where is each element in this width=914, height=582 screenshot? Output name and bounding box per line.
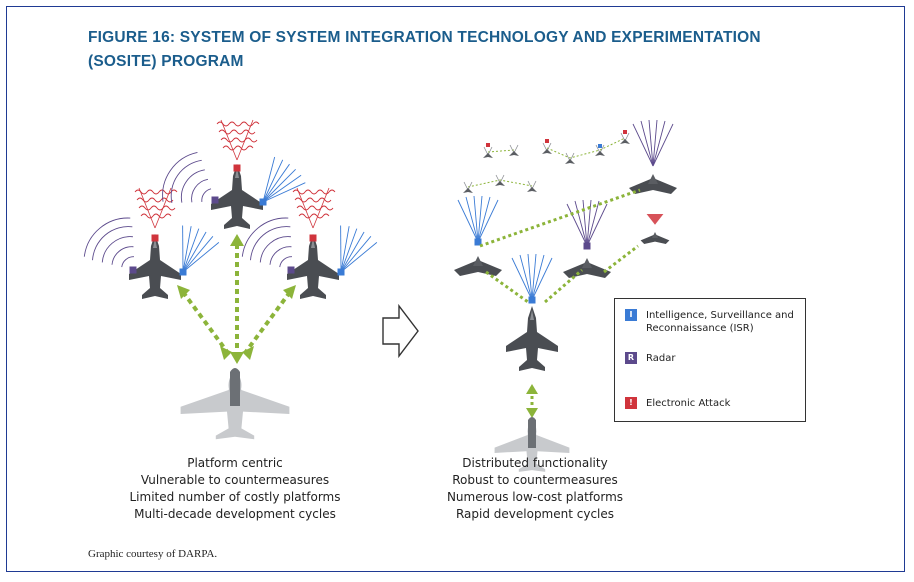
left-panel-diagram (76, 119, 380, 440)
ea-drone-small (640, 214, 670, 244)
radar-drone-top (629, 119, 677, 194)
electronic-attack-icon: ! (625, 397, 637, 409)
figure-title: FIGURE 16: SYSTEM OF SYSTEM INTEGRATION … (88, 26, 828, 74)
mini-drone-swarm (462, 130, 631, 194)
left-link-arrowheads (177, 234, 296, 364)
left-caption-line: Multi-decade development cycles (134, 507, 336, 521)
isr-drone-left (454, 195, 502, 276)
isr-icon: I (625, 309, 637, 321)
transition-arrow (382, 303, 419, 359)
figure-title-line-2: (SOSITE) PROGRAM (88, 53, 244, 70)
left-caption: Platform centric Vulnerable to counterme… (110, 455, 360, 523)
right-links (479, 188, 641, 410)
legend-item-radar: R Radar (625, 352, 796, 365)
right-command-plane-fuselage (528, 417, 536, 448)
legend-item-electronic-attack: ! Electronic Attack (625, 397, 796, 410)
legend-label: Radar (646, 353, 676, 364)
left-command-plane-fuselage (230, 368, 240, 406)
radar-drone-right (563, 199, 611, 278)
right-caption-line: Rapid development cycles (455, 507, 615, 521)
right-panel-diagram (454, 119, 677, 472)
legend-label: Intelligence, Surveillance and Reconnais… (646, 310, 794, 334)
legend-label: Electronic Attack (646, 398, 731, 409)
right-central-jet (506, 253, 558, 371)
figure-title-line-1: FIGURE 16: SYSTEM OF SYSTEM INTEGRATION … (88, 29, 761, 46)
left-caption-line: Limited number of costly platforms (129, 490, 341, 504)
right-link-arrowheads (526, 384, 538, 418)
left-links (181, 244, 292, 355)
right-caption-line: Numerous low-cost platforms (446, 490, 624, 504)
left-aircraft-1 (76, 187, 222, 299)
legend: I Intelligence, Surveillance and Reconna… (614, 298, 806, 422)
left-aircraft-2 (152, 119, 309, 229)
right-caption-line: Robust to countermeasures (452, 473, 618, 487)
legend-item-isr: I Intelligence, Surveillance and Reconna… (625, 309, 796, 335)
left-caption-line: Platform centric (187, 456, 283, 470)
right-caption: Distributed functionality Robust to coun… (420, 455, 650, 523)
left-caption-line: Vulnerable to countermeasures (140, 473, 330, 487)
image-credit: Graphic courtesy of DARPA. (88, 548, 218, 560)
right-caption-line: Distributed functionality (462, 456, 608, 470)
radar-icon: R (625, 352, 637, 364)
